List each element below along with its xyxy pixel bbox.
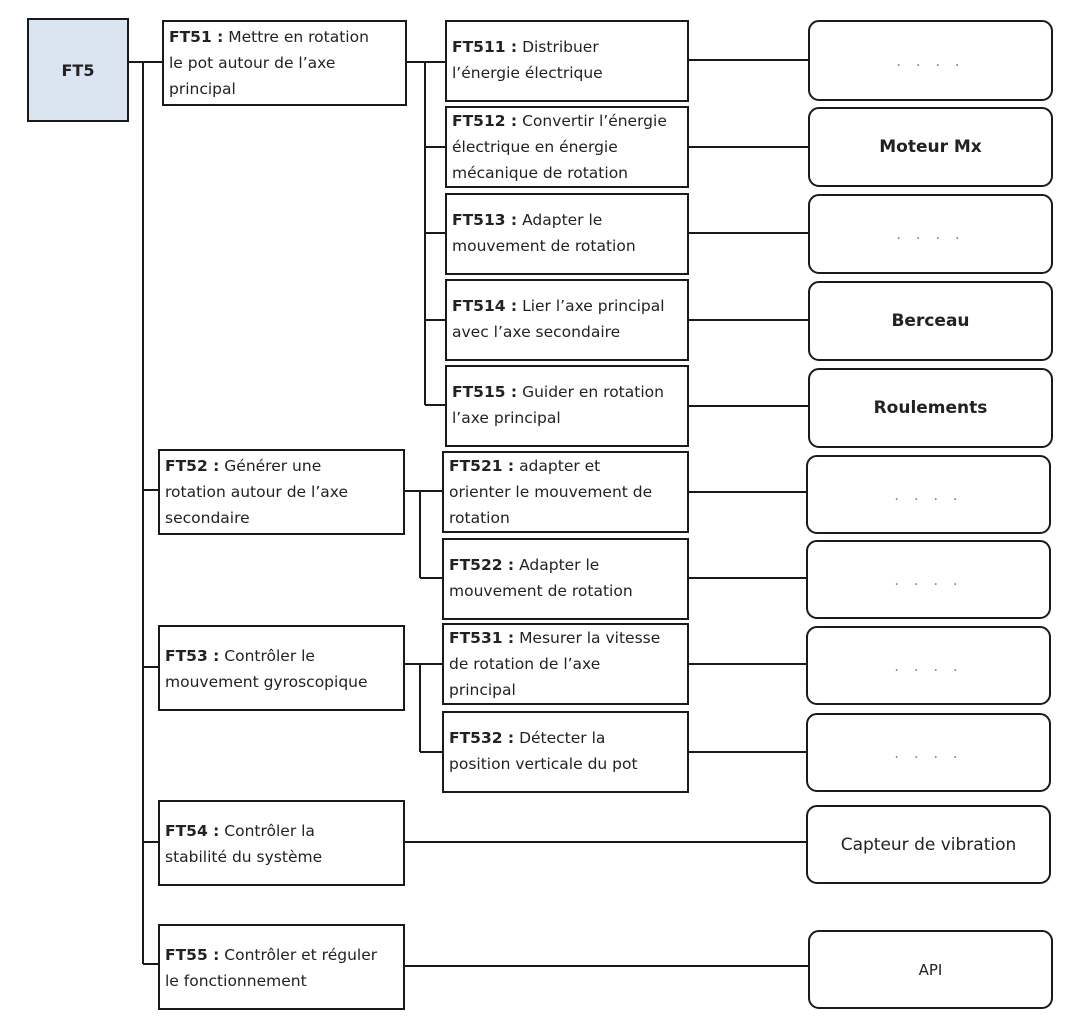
solution-box-bearings: Roulements bbox=[808, 368, 1053, 448]
subfunction-text: de rotation de l’axe bbox=[449, 655, 601, 673]
solution-text: . . . . bbox=[896, 51, 965, 70]
subfunction-code: FT521 : bbox=[449, 457, 515, 475]
function-text: Mettre en rotation bbox=[228, 28, 369, 46]
subfunction-text: Détecter la bbox=[519, 729, 606, 747]
solution-text: Capteur de vibration bbox=[840, 834, 1017, 855]
solution-box-placeholder: . . . . bbox=[806, 540, 1051, 619]
solution-box-placeholder: . . . . bbox=[808, 20, 1053, 101]
subfunction-text: Guider en rotation bbox=[522, 383, 664, 401]
subfunction-box-ft522: FT522 : Adapter le mouvement de rotation bbox=[442, 538, 689, 620]
subfunction-text: électrique en énergie bbox=[452, 138, 618, 156]
function-text: rotation autour de l’axe bbox=[165, 483, 348, 501]
solution-box-vibration-sensor: Capteur de vibration bbox=[806, 805, 1051, 884]
subfunction-text: l’axe principal bbox=[452, 409, 561, 427]
function-box-ft55: FT55 : Contrôler et réguler le fonctionn… bbox=[158, 924, 405, 1010]
function-box-ft52: FT52 : Générer une rotation autour de l’… bbox=[158, 449, 405, 535]
subfunction-text: orienter le mouvement de bbox=[449, 483, 653, 501]
subfunction-code: FT513 : bbox=[452, 211, 518, 229]
function-code: FT51 : bbox=[169, 28, 224, 46]
function-code: FT53 : bbox=[165, 647, 220, 665]
solution-box-cradle: Berceau bbox=[808, 281, 1053, 361]
subfunction-text: principal bbox=[449, 681, 516, 699]
subfunction-text: Mesurer la vitesse bbox=[519, 629, 661, 647]
function-text: Générer une bbox=[224, 457, 322, 475]
subfunction-text: mouvement de rotation bbox=[449, 582, 633, 600]
solution-box-placeholder: . . . . bbox=[808, 194, 1053, 274]
function-box-ft51: FT51 : Mettre en rotation le pot autour … bbox=[162, 20, 407, 106]
solution-text: . . . . bbox=[894, 656, 963, 675]
subfunction-box-ft521: FT521 : adapter et orienter le mouvement… bbox=[442, 451, 689, 533]
function-text: mouvement gyroscopique bbox=[165, 673, 368, 691]
function-code: FT52 : bbox=[165, 457, 220, 475]
solution-box-api: API bbox=[808, 930, 1053, 1009]
subfunction-code: FT532 : bbox=[449, 729, 515, 747]
function-box-ft53: FT53 : Contrôler le mouvement gyroscopiq… bbox=[158, 625, 405, 711]
solution-text: Roulements bbox=[873, 398, 988, 418]
solution-text: Berceau bbox=[891, 311, 970, 331]
subfunction-code: FT531 : bbox=[449, 629, 515, 647]
function-text: Contrôler et réguler bbox=[224, 946, 378, 964]
subfunction-text: avec l’axe secondaire bbox=[452, 323, 621, 341]
function-text: stabilité du système bbox=[165, 848, 323, 866]
solution-text: . . . . bbox=[894, 570, 963, 589]
function-code: FT55 : bbox=[165, 946, 220, 964]
solution-box-motor: Moteur Mx bbox=[808, 107, 1053, 187]
root-function-label: FT5 bbox=[61, 60, 95, 80]
function-text: Contrôler le bbox=[224, 647, 315, 665]
function-text: le pot autour de l’axe bbox=[169, 54, 336, 72]
solution-text: API bbox=[918, 960, 943, 979]
subfunction-text: position verticale du pot bbox=[449, 755, 638, 773]
subfunction-box-ft512: FT512 : Convertir l’énergie électrique e… bbox=[445, 106, 689, 188]
subfunction-code: FT512 : bbox=[452, 112, 518, 130]
subfunction-text: mécanique de rotation bbox=[452, 164, 628, 182]
subfunction-text: Distribuer bbox=[522, 38, 599, 56]
solution-box-placeholder: . . . . bbox=[806, 455, 1051, 534]
subfunction-text: rotation bbox=[449, 509, 510, 527]
solution-text: . . . . bbox=[896, 225, 965, 243]
subfunction-text: mouvement de rotation bbox=[452, 237, 636, 255]
function-text: principal bbox=[169, 80, 236, 98]
subfunction-code: FT514 : bbox=[452, 297, 518, 315]
subfunction-text: Adapter le bbox=[522, 211, 603, 229]
function-text: secondaire bbox=[165, 509, 250, 527]
subfunction-box-ft532: FT532 : Détecter la position verticale d… bbox=[442, 711, 689, 793]
function-box-ft54: FT54 : Contrôler la stabilité du système bbox=[158, 800, 405, 886]
solution-text: Moteur Mx bbox=[879, 137, 982, 157]
subfunction-text: Adapter le bbox=[519, 556, 600, 574]
solution-text: . . . . bbox=[894, 743, 963, 762]
function-text: Contrôler la bbox=[224, 822, 315, 840]
function-code: FT54 : bbox=[165, 822, 220, 840]
subfunction-text: l’énergie électrique bbox=[452, 64, 603, 82]
solution-text: . . . . bbox=[894, 485, 963, 504]
subfunction-text: Lier l’axe principal bbox=[522, 297, 665, 315]
subfunction-code: FT522 : bbox=[449, 556, 515, 574]
root-function-box: FT5 bbox=[27, 18, 129, 122]
subfunction-text: adapter et bbox=[519, 457, 601, 475]
subfunction-text: Convertir l’énergie bbox=[522, 112, 667, 130]
subfunction-box-ft514: FT514 : Lier l’axe principal avec l’axe … bbox=[445, 279, 689, 361]
subfunction-code: FT511 : bbox=[452, 38, 518, 56]
subfunction-code: FT515 : bbox=[452, 383, 518, 401]
solution-box-placeholder: . . . . bbox=[806, 713, 1051, 792]
function-text: le fonctionnement bbox=[165, 972, 307, 990]
subfunction-box-ft531: FT531 : Mesurer la vitesse de rotation d… bbox=[442, 623, 689, 705]
subfunction-box-ft511: FT511 : Distribuer l’énergie électrique bbox=[445, 20, 689, 102]
solution-box-placeholder: . . . . bbox=[806, 626, 1051, 705]
subfunction-box-ft513: FT513 : Adapter le mouvement de rotation bbox=[445, 193, 689, 275]
subfunction-box-ft515: FT515 : Guider en rotation l’axe princip… bbox=[445, 365, 689, 447]
